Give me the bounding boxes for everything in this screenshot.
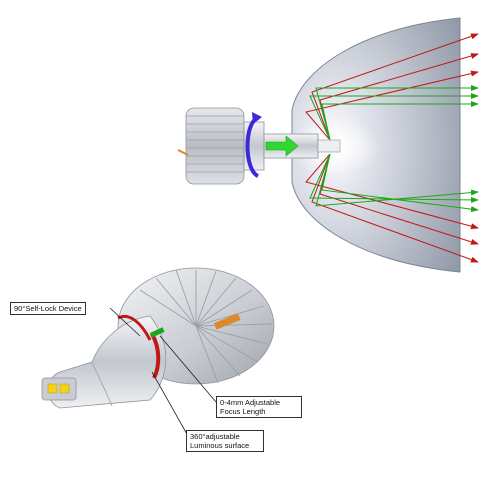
focus-length-callout: 0-4mm Adjustable Focus Length bbox=[216, 396, 302, 418]
rotate-label-line2: Luminous surface bbox=[190, 441, 250, 450]
bulb-perspective-view bbox=[41, 267, 275, 409]
focus-label-line1: 0-4mm Adjustable bbox=[220, 398, 281, 407]
focus-label-line2: Focus Length bbox=[220, 407, 266, 416]
luminous-surface-callout: 360°adjustable Luminous surface bbox=[186, 430, 264, 452]
bulb-side-view bbox=[177, 107, 341, 185]
rotate-label-line1: 360°adjustable bbox=[190, 432, 240, 441]
reflector-assembly bbox=[290, 17, 461, 273]
callout-leader-lines bbox=[109, 307, 217, 437]
led-chip-mount bbox=[41, 377, 77, 401]
copper-circuit-tab bbox=[213, 313, 241, 330]
reflected-rays-green bbox=[309, 85, 479, 213]
self-lock-label: 90°Self-Lock Device bbox=[14, 304, 82, 313]
led-chip bbox=[59, 383, 70, 394]
focus-adjust-arrow-icon bbox=[265, 135, 299, 157]
self-lock-ring bbox=[117, 315, 152, 341]
heatsink-fins bbox=[185, 107, 245, 185]
led-chip bbox=[47, 383, 58, 394]
self-lock-device-callout: 90°Self-Lock Device bbox=[10, 302, 86, 315]
rotation-ring bbox=[150, 333, 161, 379]
